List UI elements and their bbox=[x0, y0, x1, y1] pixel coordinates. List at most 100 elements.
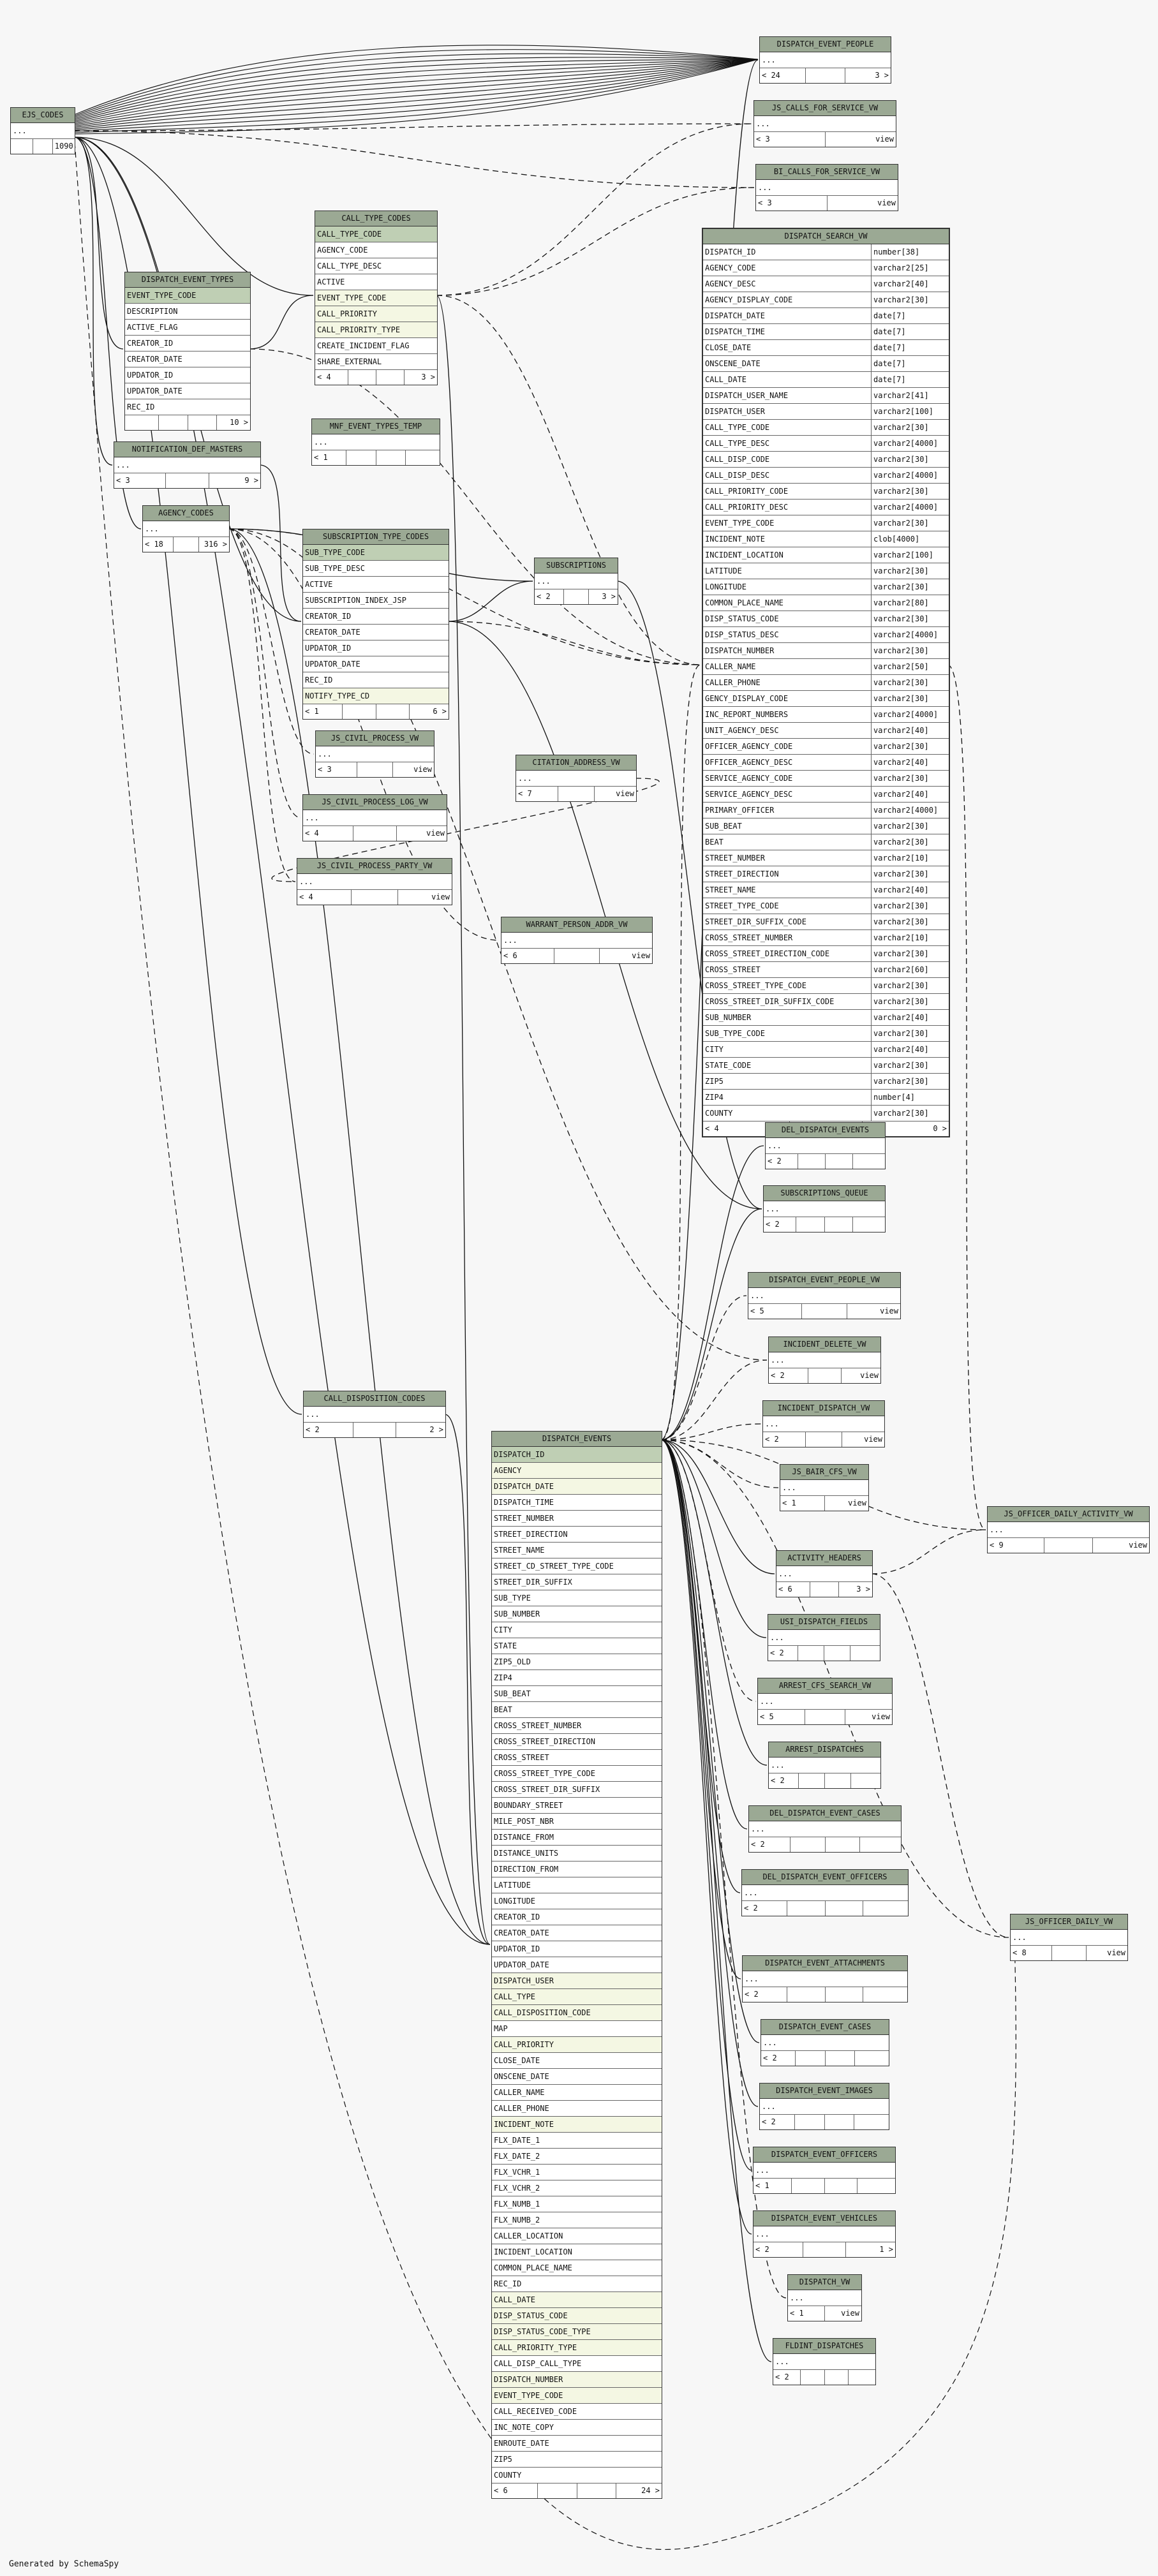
table-column[interactable]: ... bbox=[501, 933, 652, 949]
table-column[interactable]: UPDATOR_ID bbox=[492, 1941, 662, 1957]
table-column[interactable]: DESCRIPTION bbox=[125, 304, 250, 320]
table-column[interactable]: ... bbox=[743, 1971, 907, 1987]
table-column[interactable]: CROSS_STREET_DIR_SUFFIX bbox=[492, 1782, 662, 1798]
table-header[interactable]: SUBSCRIPTION_TYPE_CODES bbox=[303, 529, 449, 545]
table-column[interactable]: DISPATCH_USER bbox=[492, 1973, 662, 1989]
table-column[interactable]: CREATOR_DATE bbox=[303, 625, 449, 640]
table-column[interactable]: ONSCENE_DATE bbox=[492, 2069, 662, 2085]
table-header[interactable]: DISPATCH_SEARCH_VW bbox=[703, 229, 949, 244]
table-header[interactable]: EJS_CODES bbox=[11, 108, 75, 123]
table-header[interactable]: JS_OFFICER_DAILY_ACTIVITY_VW bbox=[988, 1507, 1149, 1522]
table-header[interactable]: DEL_DISPATCH_EVENT_OFFICERS bbox=[742, 1870, 908, 1885]
table-column[interactable]: EVENT_TYPE_CODE bbox=[315, 290, 437, 306]
table-column[interactable]: SUBSCRIPTION_INDEX_JSP bbox=[303, 593, 449, 609]
table-column[interactable]: CALL_DATE bbox=[492, 2292, 662, 2308]
table-header[interactable]: JS_CIVIL_PROCESS_PARTY_VW bbox=[297, 859, 452, 874]
table-ejs-codes[interactable]: EJS_CODES...1090 > bbox=[10, 107, 75, 154]
table-dispatch-event-officers[interactable]: DISPATCH_EVENT_OFFICERS...< 1 bbox=[753, 2147, 896, 2194]
table-column[interactable]: ... bbox=[773, 2354, 875, 2370]
table-header[interactable]: JS_CIVIL_PROCESS_VW bbox=[316, 731, 434, 746]
table-column[interactable]: ... bbox=[535, 574, 618, 589]
table-column[interactable]: INCIDENT_LOCATION bbox=[492, 2244, 662, 2260]
table-subscriptions-queue[interactable]: SUBSCRIPTIONS_QUEUE...< 2 bbox=[763, 1185, 886, 1232]
table-column[interactable]: ... bbox=[754, 116, 896, 132]
table-column[interactable]: ... bbox=[761, 2035, 889, 2051]
table-header[interactable]: ARREST_CFS_SEARCH_VW bbox=[758, 1678, 892, 1694]
table-column[interactable]: DISTANCE_FROM bbox=[492, 1830, 662, 1846]
table-header[interactable]: DISPATCH_EVENT_TYPES bbox=[125, 272, 250, 288]
table-column[interactable]: FLX_NUMB_1 bbox=[492, 2196, 662, 2212]
table-column[interactable]: REC_ID bbox=[303, 672, 449, 688]
table-column[interactable]: CREATOR_ID bbox=[303, 609, 449, 625]
table-column[interactable]: LONGITUDE bbox=[492, 1893, 662, 1909]
table-column[interactable]: ... bbox=[748, 1288, 900, 1304]
table-column[interactable]: CALL_TYPE bbox=[492, 1989, 662, 2005]
table-column[interactable]: DISPATCH_TIME bbox=[492, 1495, 662, 1511]
table-header[interactable]: JS_CIVIL_PROCESS_LOG_VW bbox=[303, 795, 447, 810]
table-column[interactable]: DISP_STATUS_CODE_TYPE bbox=[492, 2324, 662, 2340]
table-column[interactable]: ... bbox=[780, 1480, 868, 1496]
table-header[interactable]: BI_CALLS_FOR_SERVICE_VW bbox=[756, 165, 898, 180]
table-column[interactable]: CALLER_NAME bbox=[492, 2085, 662, 2101]
table-column[interactable]: CALL_PRIORITY_TYPE bbox=[492, 2340, 662, 2356]
table-header[interactable]: DISPATCH_EVENT_PEOPLE bbox=[760, 37, 891, 52]
table-column[interactable]: STREET_CD_STREET_TYPE_CODE bbox=[492, 1558, 662, 1574]
table-column[interactable]: DISPATCH_ID bbox=[492, 1447, 662, 1463]
table-column[interactable]: ... bbox=[753, 2163, 895, 2179]
table-column[interactable]: ... bbox=[312, 434, 440, 450]
table-column[interactable]: CLOSE_DATE bbox=[492, 2053, 662, 2069]
table-column[interactable]: DISP_STATUS_CODE bbox=[492, 2308, 662, 2324]
table-column[interactable]: ... bbox=[758, 1694, 892, 1710]
table-fldint-dispatches[interactable]: FLDINT_DISPATCHES...< 2 bbox=[773, 2338, 876, 2385]
table-column[interactable]: ... bbox=[303, 810, 447, 826]
table-column[interactable]: LATITUDE bbox=[492, 1877, 662, 1893]
table-column[interactable]: CREATOR_DATE bbox=[125, 352, 250, 367]
table-del-dispatch-event-officers[interactable]: DEL_DISPATCH_EVENT_OFFICERS...< 2 bbox=[741, 1869, 909, 1916]
table-column[interactable]: CALL_TYPE_DESC bbox=[315, 258, 437, 274]
table-column[interactable]: DIRECTION_FROM bbox=[492, 1862, 662, 1877]
table-column[interactable]: ... bbox=[114, 457, 260, 473]
table-usi-dispatch-fields[interactable]: USI_DISPATCH_FIELDS...< 2 bbox=[768, 1614, 880, 1661]
table-header[interactable]: AGENCY_CODES bbox=[143, 506, 229, 521]
table-column[interactable]: BOUNDARY_STREET bbox=[492, 1798, 662, 1814]
table-column[interactable]: COUNTY bbox=[492, 2468, 662, 2483]
table-column[interactable]: ... bbox=[297, 874, 452, 890]
table-header[interactable]: SUBSCRIPTIONS_QUEUE bbox=[764, 1186, 885, 1201]
table-column[interactable]: FLX_DATE_1 bbox=[492, 2133, 662, 2149]
table-header[interactable]: NOTIFICATION_DEF_MASTERS bbox=[114, 442, 260, 457]
table-column[interactable]: ... bbox=[1011, 1930, 1127, 1946]
table-header[interactable]: INCIDENT_DELETE_VW bbox=[769, 1337, 880, 1352]
table-column[interactable]: UPDATOR_DATE bbox=[492, 1957, 662, 1973]
table-header[interactable]: DISPATCH_EVENT_IMAGES bbox=[760, 2084, 889, 2099]
